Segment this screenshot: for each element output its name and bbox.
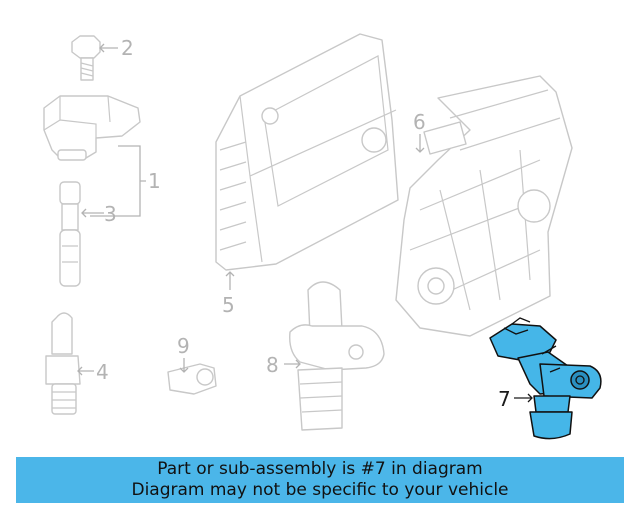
part-9-knock-sensor[interactable]	[167, 363, 217, 395]
part-1-ignition-coil[interactable]	[43, 95, 141, 161]
callout-1: 1	[148, 169, 161, 193]
callout-2: 2	[121, 36, 134, 60]
callout-5: 5	[222, 293, 235, 317]
leader-4	[77, 366, 94, 376]
leader-3	[81, 208, 104, 218]
part-8-sensor[interactable]	[289, 281, 385, 431]
callout-4: 4	[96, 360, 109, 384]
part-5-control-module[interactable]	[215, 33, 399, 271]
part-6-bracket[interactable]	[395, 75, 573, 337]
callout-7: 7	[498, 387, 511, 411]
leader-6	[415, 134, 425, 153]
leader-1	[90, 145, 146, 217]
banner-line-2: Diagram may not be specific to your vehi…	[131, 480, 509, 500]
part-4-spark-plug[interactable]	[45, 312, 81, 415]
part-2-bolt[interactable]	[71, 35, 101, 81]
leader-8	[284, 359, 301, 369]
callout-6: 6	[413, 110, 426, 134]
leader-5	[225, 271, 235, 290]
leader-9	[179, 358, 189, 373]
callout-9: 9	[177, 334, 190, 358]
banner-line-1: Part or sub-assembly is #7 in diagram	[157, 459, 483, 479]
callout-8: 8	[266, 353, 279, 377]
callout-3: 3	[104, 202, 117, 226]
part-3-coil-boot[interactable]	[59, 181, 81, 287]
leader-2	[99, 43, 118, 53]
info-banner: Part or sub-assembly is #7 in diagram Di…	[16, 457, 624, 503]
part-7-camshaft-sensor[interactable]	[489, 317, 602, 440]
leader-7	[514, 393, 533, 403]
